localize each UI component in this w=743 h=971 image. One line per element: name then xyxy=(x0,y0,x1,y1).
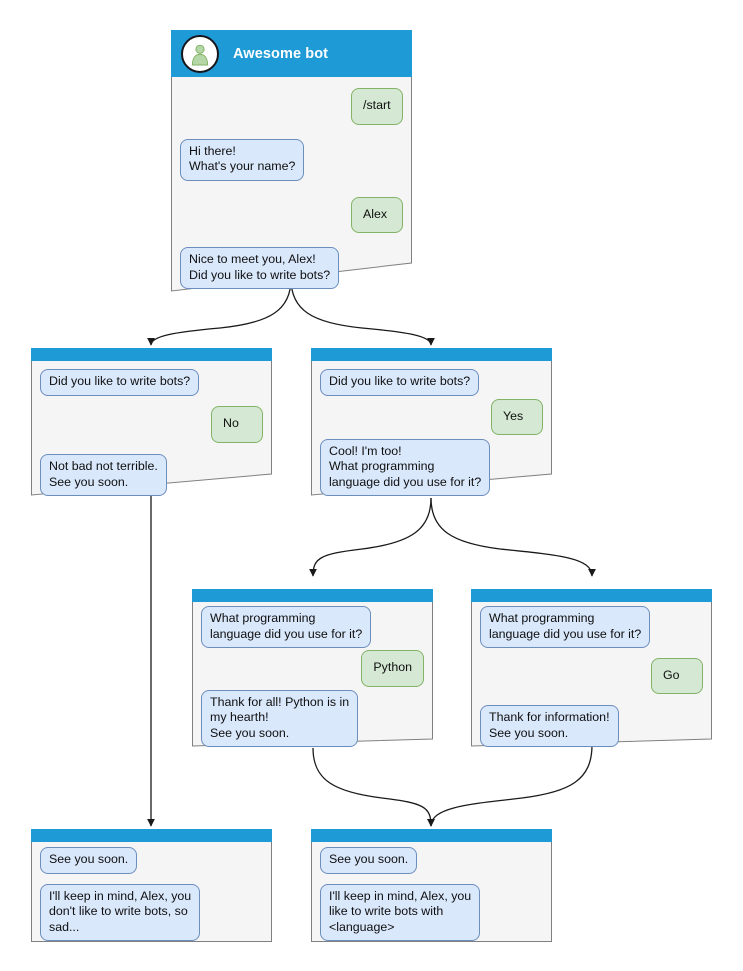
node-end-yes-header xyxy=(311,829,552,842)
chat-bubble-bot: See you soon. xyxy=(40,847,138,874)
node-root-header: Awesome bot xyxy=(171,30,412,77)
chat-gap xyxy=(40,443,263,454)
chat-bubble-user: Go xyxy=(651,657,703,695)
chat-bubble-user: /start xyxy=(351,88,403,125)
node-python-branch-header xyxy=(192,589,433,602)
chat-bubble-bot: What programming language did you use fo… xyxy=(201,606,372,648)
node-yes-branch-header xyxy=(311,348,552,361)
chat-gap xyxy=(320,435,543,438)
person-avatar-icon xyxy=(181,34,219,73)
node-end-no-chat: See you soon. I'll keep in mind, Alex, y… xyxy=(31,842,272,942)
node-go-branch-chat: What programming language did you use fo… xyxy=(471,602,712,747)
node-python-branch-chat: What programming language did you use fo… xyxy=(192,602,433,747)
chat-bubble-user: Yes xyxy=(491,398,543,436)
chat-bubble-bot: I'll keep in mind, Alex, you like to wri… xyxy=(320,883,481,941)
bot-name-label: Awesome bot xyxy=(233,45,329,62)
connector-yes-to-python xyxy=(309,497,432,577)
node-root[interactable]: Awesome bot /start Hi there! What's your… xyxy=(171,30,412,292)
node-python-branch[interactable]: What programming language did you use fo… xyxy=(192,589,433,747)
node-go-branch[interactable]: What programming language did you use fo… xyxy=(471,589,712,747)
connector-python-to-end-yes xyxy=(312,747,435,827)
chat-bubble-bot: See you soon. xyxy=(320,847,418,874)
chat-bubble-bot: Did you like to write bots? xyxy=(320,369,480,396)
node-root-chat: /start Hi there! What's your name? Alex … xyxy=(171,77,412,292)
chat-gap xyxy=(180,125,403,139)
node-end-yes[interactable]: See you soon. I'll keep in mind, Alex, y… xyxy=(311,829,552,942)
chat-bubble-bot: Not bad not terrible. See you soon. xyxy=(40,454,167,496)
node-yes-branch[interactable]: Did you like to write bots? Yes Cool! I'… xyxy=(311,348,552,496)
connector-yes-to-go xyxy=(430,497,596,577)
chat-bubble-user: Python xyxy=(361,650,424,687)
chat-gap xyxy=(40,396,263,407)
chat-gap xyxy=(480,648,703,658)
chat-gap xyxy=(40,874,263,884)
node-yes-branch-chat: Did you like to write bots? Yes Cool! I'… xyxy=(311,361,552,496)
chat-bubble-user: Alex xyxy=(351,196,403,233)
chat-bubble-bot: Nice to meet you, Alex! Did you like to … xyxy=(180,247,340,289)
chat-bubble-user: No xyxy=(211,406,263,443)
connector-go-to-end-yes xyxy=(427,744,593,827)
chat-bubble-bot: Cool! I'm too! What programming language… xyxy=(320,438,491,496)
node-no-branch-chat: Did you like to write bots? No Not bad n… xyxy=(31,361,272,496)
node-end-no[interactable]: See you soon. I'll keep in mind, Alex, y… xyxy=(31,829,272,942)
node-no-branch[interactable]: Did you like to write bots? No Not bad n… xyxy=(31,348,272,496)
node-end-yes-chat: See you soon. I'll keep in mind, Alex, y… xyxy=(311,842,552,942)
chat-bubble-bot: Hi there! What's your name? xyxy=(180,138,305,181)
chat-gap xyxy=(320,874,543,884)
node-go-branch-header xyxy=(471,589,712,602)
chat-bubble-bot: What programming language did you use fo… xyxy=(480,606,651,648)
chat-gap xyxy=(180,233,403,247)
node-end-no-header xyxy=(31,829,272,842)
node-no-branch-header xyxy=(31,348,272,361)
chat-bubble-bot: I'll keep in mind, Alex, you don't like … xyxy=(40,883,201,941)
chat-bubble-bot: Did you like to write bots? xyxy=(40,369,200,396)
chat-gap xyxy=(180,181,403,197)
chat-gap xyxy=(480,694,703,705)
chat-bubble-bot: Thank for all! Python is in my hearth! S… xyxy=(201,689,359,747)
chat-bubble-bot: Thank for information! See you soon. xyxy=(480,705,619,747)
